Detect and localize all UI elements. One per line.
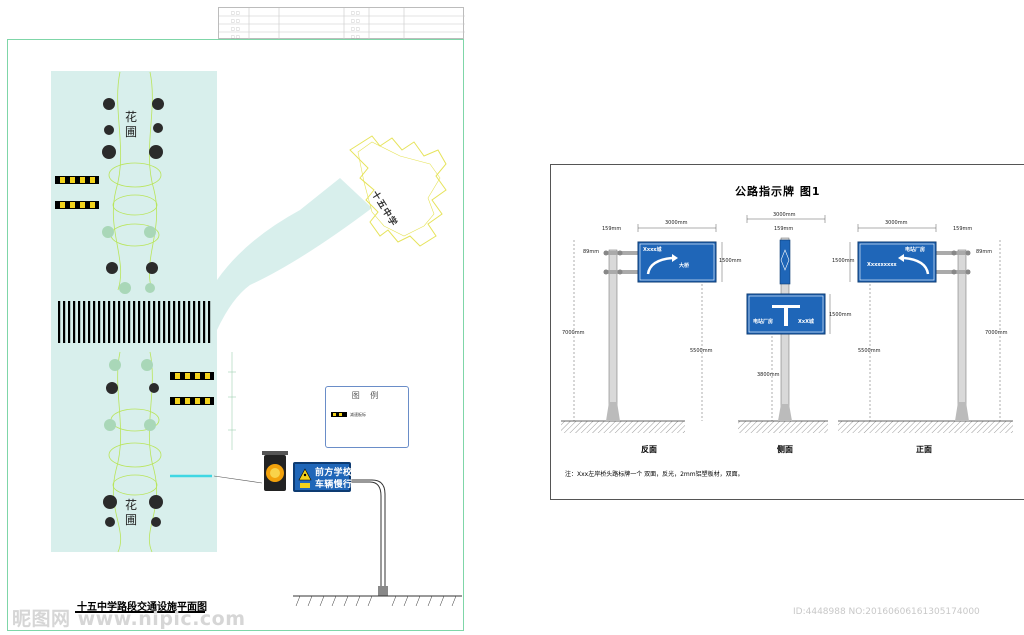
legend-title: 图 例 — [351, 391, 383, 400]
svg-text:□ □: □ □ — [351, 18, 360, 23]
crosswalk — [58, 301, 211, 343]
pedestrian-warning-icon — [298, 468, 312, 488]
watermark-site: 昵图网 www.nipic.com — [12, 608, 246, 630]
sign-elevations — [561, 215, 1013, 433]
view-label-front: 正面 — [916, 445, 932, 454]
dim-front-width: 3000mm — [885, 220, 908, 226]
title-block-grid: □ □ □ □ □ □ □ □ □ □ □ □ □ □ □ □ — [219, 8, 465, 40]
sign-drawing-title: 公路指示牌 图1 — [735, 185, 821, 198]
speed-bump-upper-2 — [55, 201, 99, 209]
back-view — [561, 241, 717, 433]
speed-bump-lower-2 — [170, 397, 214, 405]
sign-note: 注：Xxx左岸桥头路标牌一个 双面，反光，2mm铝塑板材，双面。 — [565, 471, 744, 478]
side-view — [738, 237, 828, 433]
front-view — [838, 241, 1013, 433]
svg-text:□ □: □ □ — [351, 26, 360, 31]
dim-front-gap: 89mm — [976, 249, 993, 255]
dim-back-gap: 89mm — [583, 249, 600, 255]
dim-marks — [228, 352, 236, 450]
legend-box: 图 例 减速板标 — [325, 386, 409, 448]
flashing-light-icon — [262, 451, 288, 491]
svg-text:□ □: □ □ — [351, 10, 360, 15]
dim-back-total: 7000mm — [562, 330, 585, 336]
flower-symbols — [102, 98, 164, 527]
back-sign-text-top: Xxxx城 — [643, 247, 662, 253]
dim-front-total: 7000mm — [985, 330, 1008, 336]
svg-text:□ □: □ □ — [231, 18, 240, 23]
plan-drawing-frame — [7, 39, 464, 631]
plant-symbols-light — [102, 226, 156, 431]
svg-text:□ □: □ □ — [351, 34, 360, 39]
legend-item-label: 减速板标 — [350, 412, 366, 417]
dim-side-clearance: 3800mm — [757, 372, 780, 378]
plan-title-underline — [75, 611, 205, 613]
watermark-id: ID:4448988 NO:20160606161305174000 — [793, 607, 980, 617]
dim-back-clearance: 5500mm — [690, 348, 713, 354]
dimension-lines — [573, 215, 1001, 421]
plan-sign-pole — [351, 479, 386, 596]
svg-text:□ □: □ □ — [231, 26, 240, 31]
plan-drawing — [55, 71, 462, 607]
dim-back-pole: 159mm — [602, 226, 622, 232]
dim-side-width: 3000mm — [773, 212, 796, 218]
ground-hatch — [293, 595, 462, 607]
front-sign-text-top: 电站厂房 — [905, 247, 926, 253]
view-label-side: 侧面 — [777, 445, 793, 454]
svg-text:□ □: □ □ — [231, 10, 240, 15]
sign-line-1: 前方学校 — [315, 468, 353, 478]
school-building — [349, 135, 447, 247]
drawing-title-block: □ □ □ □ □ □ □ □ □ □ □ □ □ □ □ □ — [218, 7, 465, 40]
back-sign-text-right: 大桥 — [679, 263, 690, 269]
dim-front-sign-height: 1500mm — [832, 258, 855, 264]
sign-line-2: 车辆慢行 — [315, 480, 353, 490]
flower-bed-label-bottom: 花圃 — [125, 498, 138, 527]
svg-text:□ □: □ □ — [231, 34, 240, 39]
side-sign-text-left: 电站厂房 — [753, 319, 774, 325]
dim-front-clearance: 5500mm — [858, 348, 881, 354]
sign-leader — [213, 475, 263, 484]
dim-side-sign-height: 1500mm — [829, 312, 852, 318]
view-label-back: 反面 — [641, 445, 657, 454]
side-sign-text-right: XxX城 — [798, 319, 814, 325]
legend-speed-bump-swatch — [331, 412, 347, 417]
branch-road — [217, 178, 372, 330]
dim-side-pole: 159mm — [774, 226, 794, 232]
speed-bump-upper-1 — [55, 176, 99, 184]
dim-back-height: 1500mm — [719, 258, 742, 264]
plan-title: 十五中学路段交通设施平面图 — [77, 602, 207, 613]
school-warning-sign: 前方学校 车辆慢行 — [293, 462, 353, 492]
speed-bump-lower-1 — [170, 372, 214, 380]
flower-bed-label-top: 花圃 — [125, 110, 138, 139]
front-sign-text-left: Xxxxxxxxx — [867, 262, 897, 268]
pole-base — [378, 586, 388, 596]
dim-back-width: 3000mm — [665, 220, 688, 226]
dim-front-pole: 159mm — [953, 226, 973, 232]
